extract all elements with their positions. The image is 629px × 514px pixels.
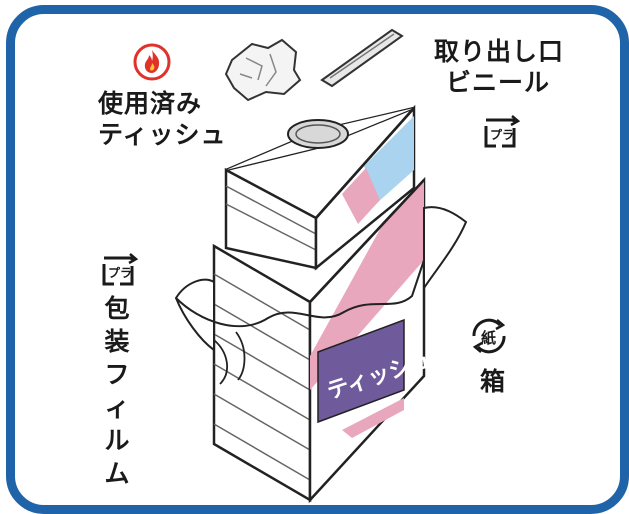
box-lower-front [212,243,312,503]
film-label-char: 包 [104,294,130,323]
film-label-char: 装 [104,327,130,356]
plastic-mark-text: プラ [490,127,514,142]
plastic-recycle-icon: プラ [478,114,522,156]
film-label-char: フ [104,360,130,389]
plastic-mark-text: プラ [108,265,132,280]
wrapping-film-illustration [174,206,468,385]
box-opening [287,119,349,149]
film-label-char: ム [104,459,130,488]
used-tissue-label: 使用済み ティッシュ [98,88,227,151]
film-label-char: ル [104,426,130,455]
used-tissue-label-line1: 使用済み [98,89,203,118]
used-tissue-label-line2: ティッシュ [98,120,227,150]
vinyl-label: 取り出し口 ビニール [434,36,564,99]
wrapping-film-label: 包 装 フ ィ ル ム [102,292,132,490]
film-label-char: ィ [104,393,130,422]
crumpled-tissue-illustration [224,38,302,102]
box-upper [224,104,416,271]
fire-icon [132,42,172,86]
box-label: 箱 [480,367,507,396]
vinyl-label-line1: 取り出し口 [434,37,565,66]
plastic-recycle-icon: プラ [96,252,140,294]
vinyl-label-line2: ビニール [446,68,551,98]
paper-mark-text: 紙 [481,329,496,347]
paper-recycle-icon: 紙 [466,316,512,360]
vinyl-strip-illustration [320,28,404,88]
